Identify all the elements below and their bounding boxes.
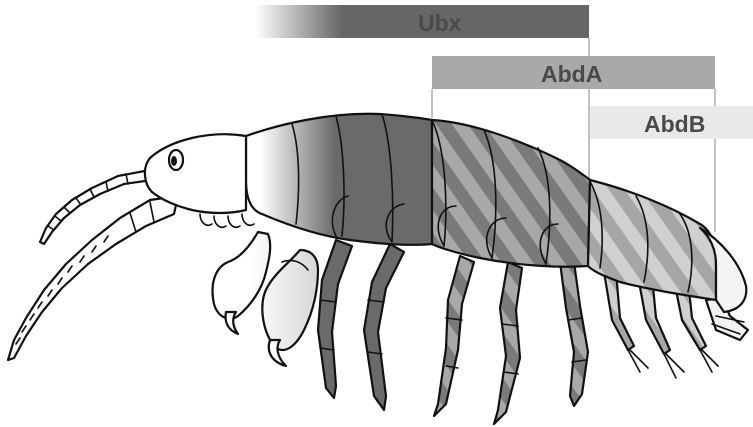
gnathopods xyxy=(213,232,318,366)
ubx-domain-label: Ubx xyxy=(418,10,462,36)
pereopod-4 xyxy=(364,244,404,410)
antenna-2 xyxy=(8,196,178,360)
pereon-posterior xyxy=(432,120,590,267)
pleopod-setae xyxy=(628,350,718,378)
pereopod-6 xyxy=(494,262,522,424)
mouthparts xyxy=(200,214,254,227)
abda-domain-label: AbdA xyxy=(541,61,602,87)
pereopod-3 xyxy=(318,240,352,398)
antennae xyxy=(8,170,178,360)
pereopod-7 xyxy=(560,262,588,406)
abdb-domain-label: AbdB xyxy=(644,111,705,137)
pereopod-5 xyxy=(434,256,474,416)
gnathopod-2 xyxy=(262,250,318,350)
